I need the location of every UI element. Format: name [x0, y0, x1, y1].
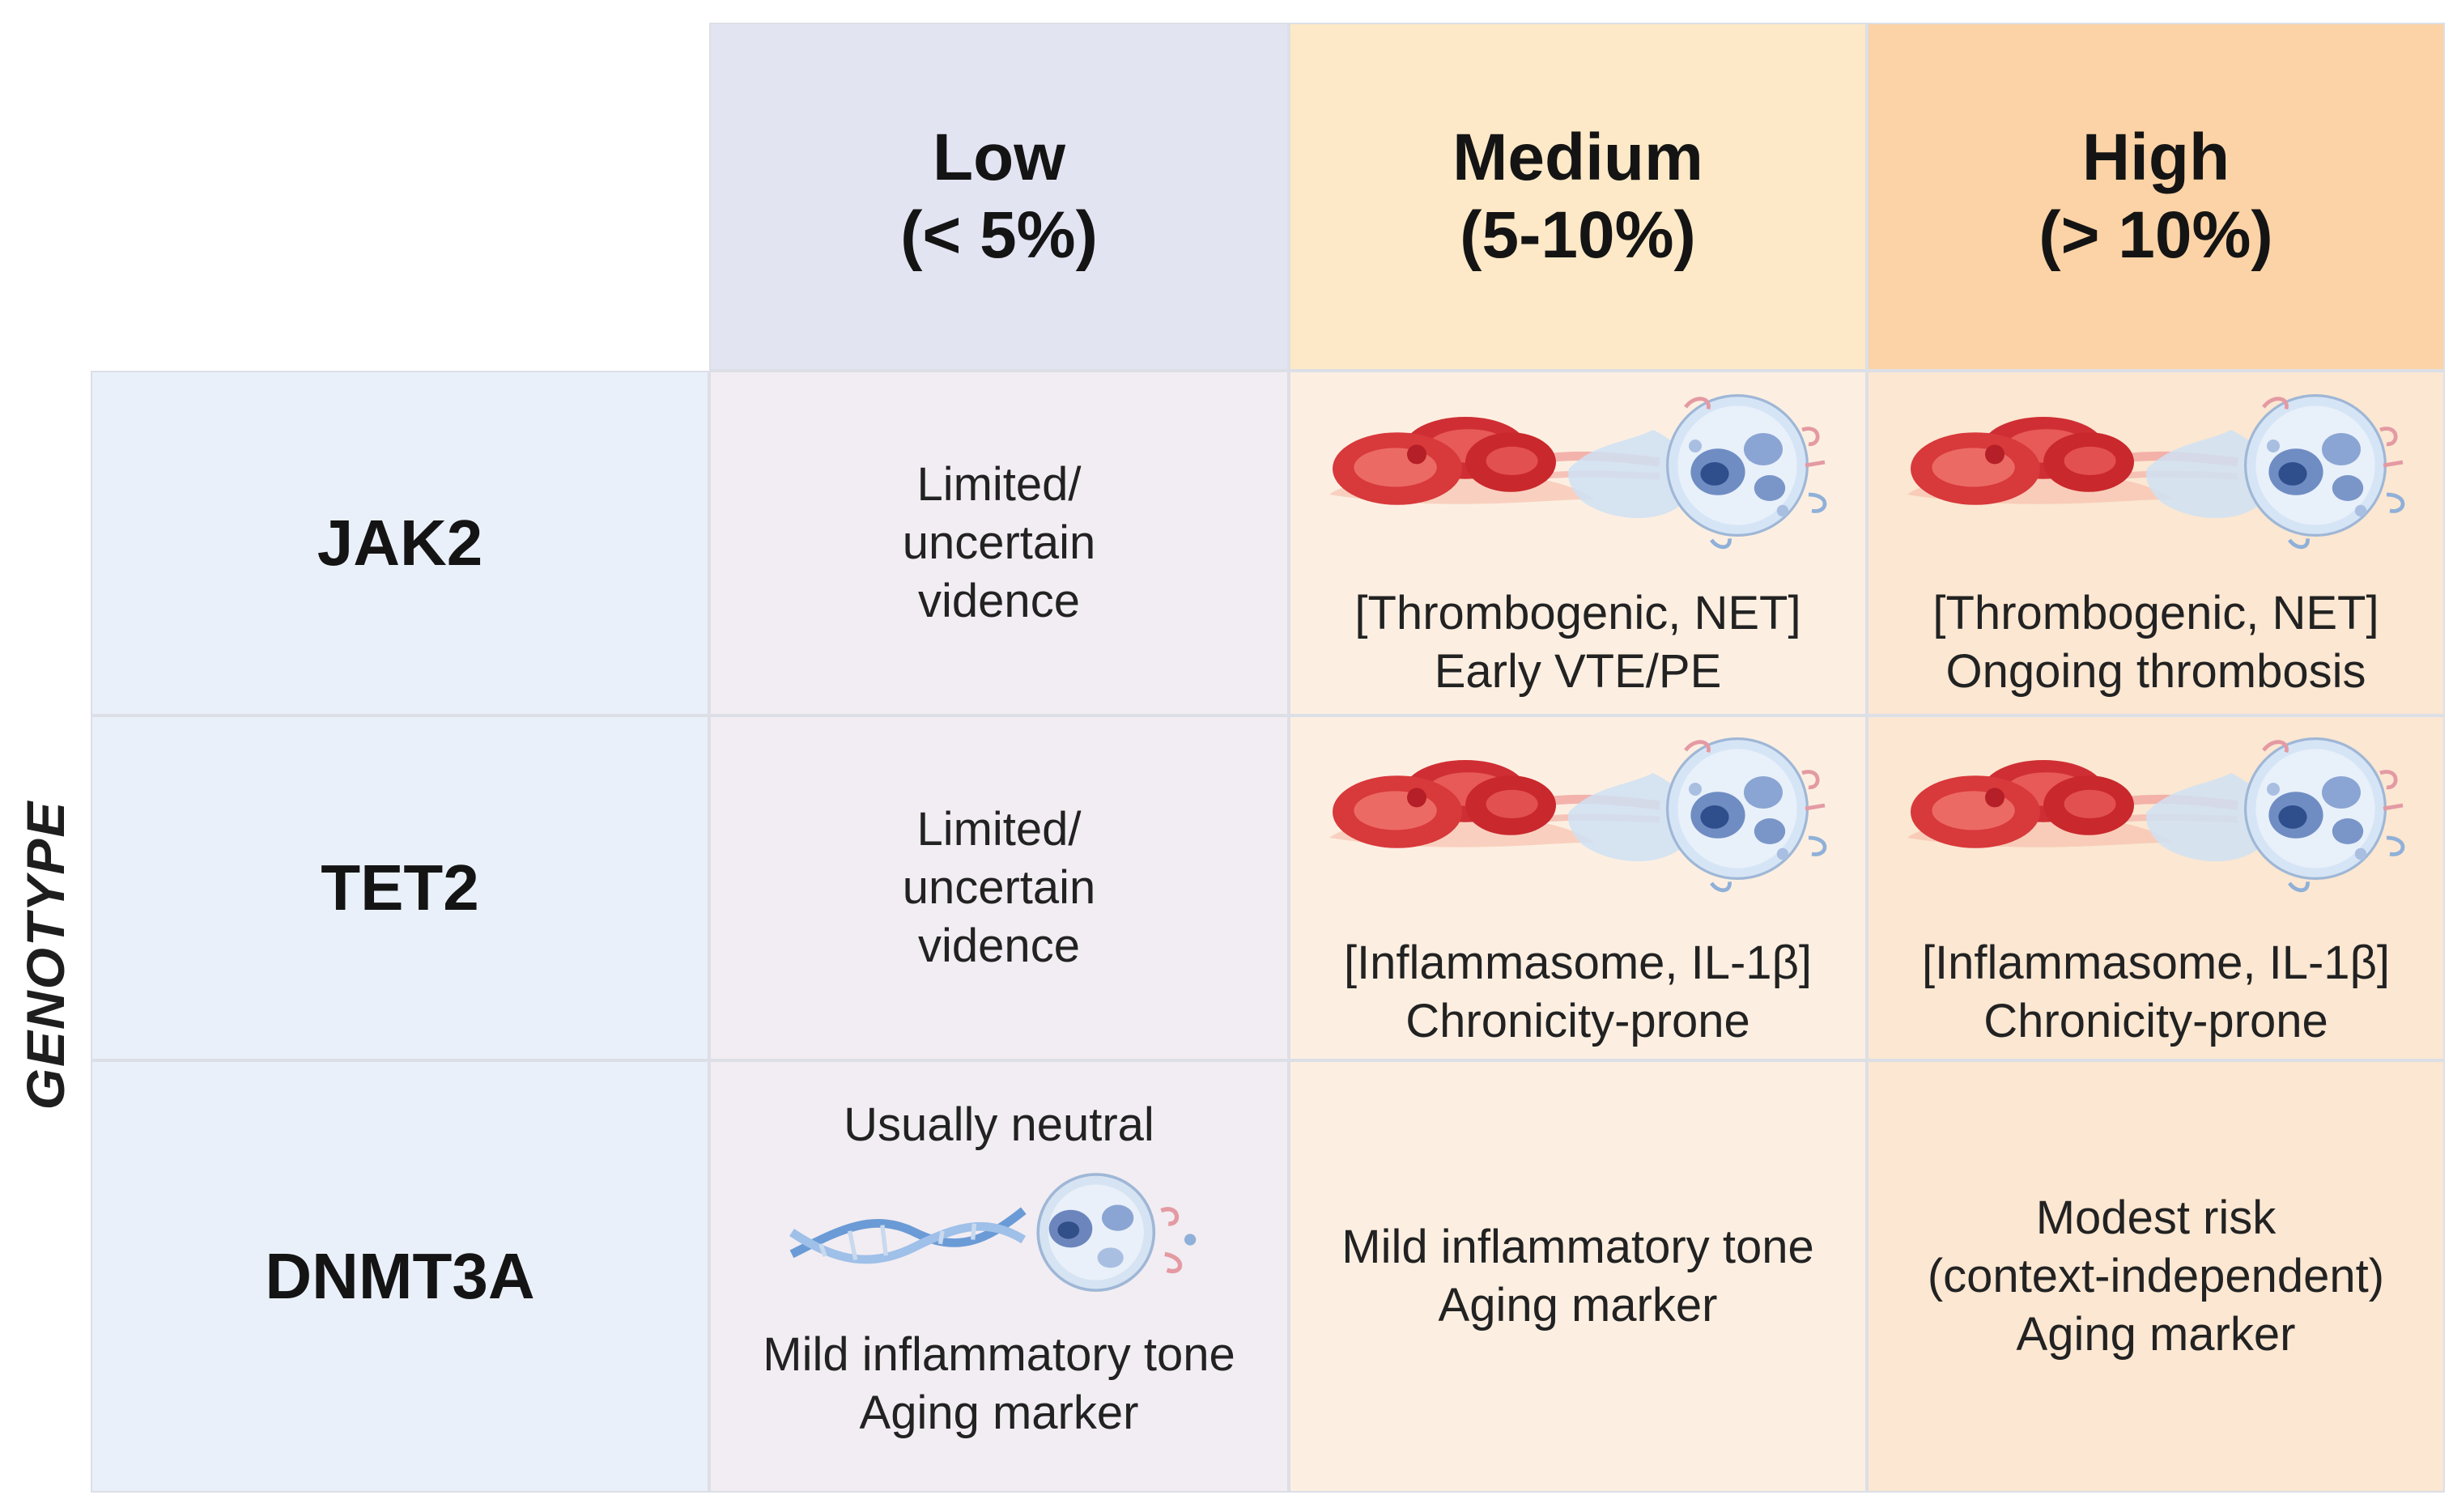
cell-dnmt3a-medium: Mild inflammatory tone Aging marker — [1289, 1060, 1867, 1493]
cell-text-line: Mild inflammatory tone — [763, 1328, 1235, 1381]
cell-text-line: [Inflammasome, IL-1β] — [1343, 937, 1813, 989]
header-high: High (> 10%) — [1867, 23, 2445, 371]
header-low: Low (< 5%) — [709, 23, 1289, 371]
cell-jak2-high: [Thrombogenic, NET] Ongoing thrombosis — [1867, 371, 2445, 716]
cell-top-text: Usually neutral — [844, 1098, 1154, 1151]
cell-text-line: Limited/ — [916, 803, 1082, 856]
cell-jak2-medium: [Thrombogenic, NET] Early VTE/PE — [1289, 371, 1867, 716]
row-header-dnmt3a: DNMT3A — [91, 1060, 709, 1493]
rbc-neutrophil-icon — [1901, 389, 2419, 575]
cell-jak2-low: Limited/ uncertain vidence — [709, 371, 1289, 716]
cell-text-line: Aging marker — [2016, 1308, 2296, 1361]
header-high-range: (> 10%) — [2038, 198, 2273, 272]
cell-text-line: Modest risk — [2035, 1191, 2277, 1244]
cell-text-line: Ongoing thrombosis — [1945, 645, 2366, 698]
cell-text-line: Chronicity-prone — [1405, 995, 1750, 1047]
cell-text-line: Early VTE/PE — [1434, 645, 1722, 698]
header-high-title: High — [2081, 121, 2230, 194]
header-low-title: Low — [933, 121, 1065, 194]
cell-text-line: [Thrombogenic, NET] — [1932, 587, 2379, 639]
cell-text-line: vidence — [918, 920, 1080, 972]
header-low-range: (< 5%) — [900, 198, 1098, 272]
cell-dnmt3a-high: Modest risk (context-independent) Aging … — [1867, 1060, 2445, 1493]
genotype-axis-text: GENOTYPE — [15, 800, 75, 1111]
rbc-neutrophil-icon — [1901, 732, 2419, 918]
rbc-neutrophil-icon — [1323, 732, 1841, 918]
header-medium: Medium (5-10%) — [1289, 23, 1867, 371]
cell-text-line: Mild inflammatory tone — [1341, 1221, 1814, 1273]
cell-text-line: uncertain — [902, 861, 1096, 914]
rbc-neutrophil-icon — [1323, 389, 1841, 575]
cell-dnmt3a-low: Usually neutral Mild inflammatory tone A… — [709, 1060, 1289, 1493]
header-medium-range: (5-10%) — [1460, 198, 1696, 272]
cell-text-line: Limited/ — [916, 458, 1082, 511]
dna-cell-icon — [759, 1167, 1237, 1305]
cell-tet2-low: Limited/ uncertain vidence — [709, 716, 1289, 1060]
cell-tet2-medium: [Inflammasome, IL-1β] Chronicity-prone — [1289, 716, 1867, 1060]
cell-text-line: (context-independent) — [1927, 1250, 2385, 1302]
genotype-axis-label: GENOTYPE — [15, 801, 75, 1111]
cell-text-line: [Thrombogenic, NET] — [1354, 587, 1801, 639]
cell-text-line: Aging marker — [859, 1387, 1139, 1439]
cell-text-line: [Inflammasome, IL-1β] — [1921, 937, 2391, 989]
cell-tet2-high: [Inflammasome, IL-1β] Chronicity-prone — [1867, 716, 2445, 1060]
cell-text-line: Aging marker — [1438, 1279, 1718, 1331]
header-medium-title: Medium — [1452, 121, 1703, 194]
cell-text-line: vidence — [918, 575, 1080, 627]
cell-text-line: uncertain — [902, 516, 1096, 569]
row-header-jak2: JAK2 — [91, 371, 709, 716]
cell-text-line: Chronicity-prone — [1983, 995, 2328, 1047]
row-header-tet2: TET2 — [91, 716, 709, 1060]
